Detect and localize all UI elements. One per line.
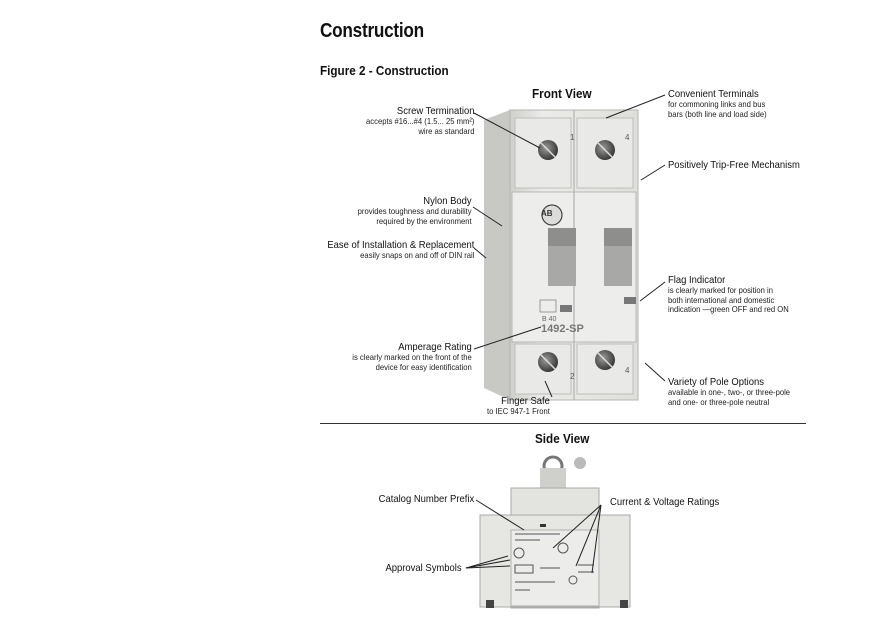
side-view-title: Side View [535,431,590,446]
screw-termination-desc-1: accepts #16...#4 (1.5... 25 mm²) [365,116,474,126]
screw-termination-desc-2: wire as standard [417,125,474,136]
convenient-terminals-label: Convenient Terminals for commoning links… [668,89,767,119]
terminal-number-top-left: 1 [570,133,575,142]
side-view-breaker [479,455,631,609]
catalog-prefix-title: Catalog Number Prefix [378,493,474,505]
flag-indicator-label: Flag Indicator is clearly marked for pos… [668,275,789,315]
amperage-rating-desc-1: is clearly marked on the front of the [352,352,472,362]
catalog-prefix-label: Catalog Number Prefix [378,494,474,505]
trip-free-label: Positively Trip-Free Mechanism [668,160,800,171]
front-view-title: Front View [532,86,592,101]
pole-options-label: Variety of Pole Options available in one… [668,377,790,407]
screw-termination-title: Screw Termination [396,105,474,117]
finger-safe-desc-1: to IEC 947-1 Front [487,406,550,416]
ease-install-desc-1: easily snaps on and off of DIN rail [359,250,474,260]
ease-install-label: Ease of Installation & Replacement easil… [327,240,474,261]
amperage-rating-label: Amperage Rating is clearly marked on the… [353,342,472,372]
current-voltage-label: Current & Voltage Ratings [610,497,719,508]
section-title: Construction [320,20,424,42]
amperage-rating-desc-2: device for easy identification [375,361,472,372]
nylon-body-title: Nylon Body [423,195,472,207]
flag-indicator-desc-1: is clearly marked for position in [668,285,774,295]
pole-options-desc-1: available in one-, two-, or three-pole [668,387,791,397]
nylon-body-desc-2: required by the environment [376,215,472,226]
approval-symbols-label: Approval Symbols [386,563,462,574]
finger-safe-label: Finger Safe to IEC 947-1 Front [487,396,550,417]
terminal-number-bottom-left: 2 [570,372,575,381]
nylon-body-desc-1: provides toughness and durability [358,206,472,216]
front-view-breaker [484,109,639,401]
screw-termination-label: Screw Termination accepts #16...#4 (1.5.… [366,106,474,136]
convenient-terminals-desc-1: for commoning links and bus [668,99,766,109]
pole-options-desc-2: and one- or three-pole neutral [668,396,770,407]
device-model-text: 1492-SP [541,323,584,335]
figure-title: Figure 2 - Construction [320,63,449,78]
view-divider [320,423,806,424]
flag-indicator-title: Flag Indicator [668,274,726,286]
nylon-body-label: Nylon Body provides toughness and durabi… [358,196,472,226]
trip-free-title: Positively Trip-Free Mechanism [668,159,800,171]
flag-indicator-desc-3: indication —green OFF and red ON [668,304,789,314]
terminal-number-bottom-right: 4 [625,366,630,375]
device-rating-text: B 40 [542,316,557,323]
side-view-leaders [465,499,602,574]
pole-options-title: Variety of Pole Options [668,376,764,388]
terminal-number-top-right: 4 [625,133,630,142]
front-view-leaders [472,94,666,398]
finger-safe-title: Finger Safe [501,395,550,407]
current-voltage-title: Current & Voltage Ratings [610,496,720,508]
convenient-terminals-title: Convenient Terminals [668,88,759,100]
amperage-rating-title: Amperage Rating [398,341,472,353]
convenient-terminals-desc-2: bars (both line and load side) [668,108,767,119]
ease-install-title: Ease of Installation & Replacement [326,239,474,251]
ab-logo: AB [541,209,553,218]
flag-indicator-desc-2: both international and domestic [668,294,775,305]
approval-symbols-title: Approval Symbols [385,562,462,574]
